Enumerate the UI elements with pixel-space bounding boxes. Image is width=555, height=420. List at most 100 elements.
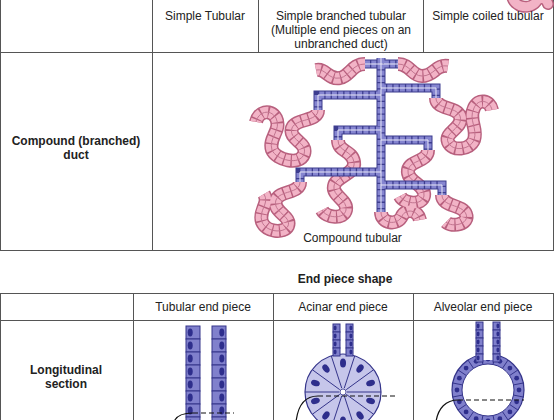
cell-nucleus <box>188 329 193 337</box>
coil-cells <box>436 98 492 149</box>
cell-nucleus <box>349 334 352 339</box>
column-header: Alveolar end piece <box>413 300 553 314</box>
duct-tree <box>300 58 442 212</box>
cell-nucleus <box>496 340 499 345</box>
cell-border <box>312 394 340 414</box>
cell-border <box>344 356 355 388</box>
epithelial-cell <box>212 352 226 365</box>
grid-line <box>0 320 554 321</box>
cell-border <box>481 416 483 420</box>
grid-line <box>258 0 259 52</box>
coil-cells <box>442 195 467 225</box>
coil-cells <box>398 64 448 76</box>
epithelial-cell <box>493 346 500 354</box>
cell-nucleus <box>219 381 224 389</box>
epithelial-cell <box>476 322 483 330</box>
cell-border <box>502 412 508 420</box>
epithelial-cell <box>476 354 483 362</box>
cell-nucleus <box>455 388 460 393</box>
grid-line <box>423 0 424 52</box>
cell-border <box>453 383 463 385</box>
epithelial-cell <box>212 326 226 339</box>
cell-nucleus <box>334 326 337 331</box>
cell-nucleus <box>457 376 462 381</box>
column-header: Simple Tubular <box>152 9 258 23</box>
epithelial-cell <box>333 332 340 340</box>
epithelial-cell <box>346 348 353 356</box>
cell-nucleus <box>188 342 193 350</box>
epithelial-cell <box>346 340 353 348</box>
cell-border <box>344 396 355 420</box>
cell-nucleus <box>188 394 193 402</box>
column-header: Simple coiled tubular <box>423 9 553 23</box>
grid-line <box>0 293 1 420</box>
coil-cells <box>261 182 300 231</box>
cell-border <box>510 370 518 376</box>
coil-path <box>256 110 318 161</box>
bracket-curve <box>296 396 318 420</box>
cell-nucleus <box>219 329 224 337</box>
alveolus-wall <box>452 354 524 420</box>
epithelial-cell <box>212 365 226 378</box>
coil-path <box>261 182 300 231</box>
epithelial-cell <box>212 404 226 417</box>
figure-caption: Compound tubular <box>152 231 553 245</box>
column-header: Acinar end piece <box>273 300 413 314</box>
cell-nucleus <box>349 350 352 355</box>
cell-border <box>347 392 381 393</box>
cell-nucleus <box>514 376 519 381</box>
epithelial-cell <box>186 326 200 339</box>
acinus <box>305 354 381 420</box>
cell-nucleus <box>496 332 499 337</box>
cell-nucleus <box>219 342 224 350</box>
coil-path <box>400 150 428 203</box>
cell-nucleus <box>477 340 480 345</box>
cell-nucleus <box>321 363 331 374</box>
alveolus-lumen <box>462 364 514 416</box>
coil-lumen <box>398 64 448 76</box>
cell-nucleus <box>334 350 337 355</box>
cell-nucleus <box>219 394 224 402</box>
epithelial-cell <box>333 348 340 356</box>
coil-cells <box>381 211 420 222</box>
cell-nucleus <box>517 388 522 393</box>
cell-border <box>312 370 340 390</box>
coil-path <box>322 140 354 217</box>
duct-lumen <box>300 58 442 212</box>
epithelial-cell <box>346 324 353 332</box>
cell-nucleus <box>477 332 480 337</box>
cell-border <box>458 404 466 410</box>
secretory-coils <box>256 64 492 231</box>
cell-nucleus <box>508 366 513 371</box>
cell-nucleus <box>477 348 480 353</box>
cell-border <box>514 383 524 385</box>
epithelial-cell <box>493 354 500 362</box>
bracket-curve <box>436 400 458 420</box>
coil-lumen <box>436 98 492 149</box>
cell-nucleus <box>496 356 499 361</box>
epithelial-cell <box>493 322 500 330</box>
end-pieces <box>186 322 524 420</box>
epithelial-cell <box>212 391 226 404</box>
grid-line <box>133 293 134 420</box>
epithelial-cell <box>333 340 340 348</box>
acinar-lumen <box>340 389 346 395</box>
dashed-line <box>193 412 234 413</box>
table-title: End piece shape <box>245 272 445 286</box>
column-header: Tubular end piece <box>133 300 273 314</box>
cell-border <box>468 412 474 420</box>
epithelial-cell <box>476 338 483 346</box>
epithelial-cell <box>186 378 200 391</box>
epithelial-cell <box>346 332 353 340</box>
grid-line <box>0 0 1 250</box>
epithelial-cell <box>493 338 500 346</box>
cell-nucleus <box>355 410 365 420</box>
epithelial-cell <box>186 417 200 420</box>
coil-lumen <box>261 182 300 231</box>
section-markers <box>174 396 524 420</box>
cell-nucleus <box>365 379 375 387</box>
epithelial-cell <box>212 378 226 391</box>
row-header: Compound (branched) duct <box>6 134 146 162</box>
